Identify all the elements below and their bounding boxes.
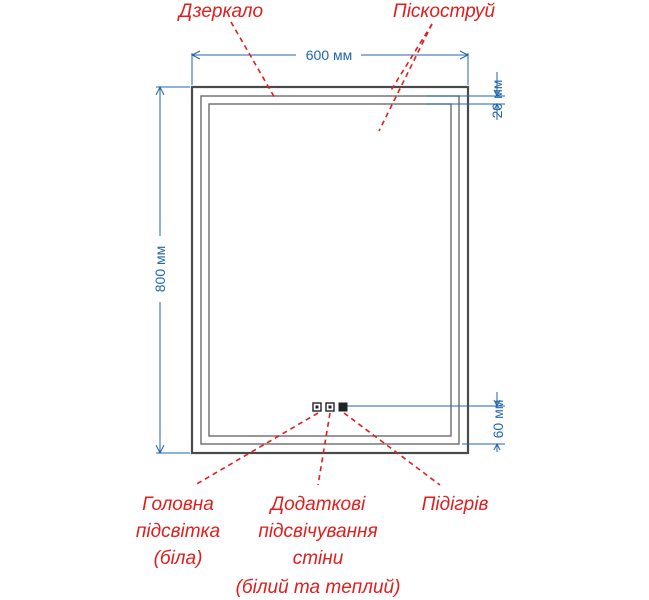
wall-light-button[interactable] <box>325 402 335 412</box>
bottom-offset-label: 60 мм <box>490 400 506 439</box>
height-dimension-label: 800 мм <box>152 246 168 293</box>
extra-light-label-3: стіни <box>293 548 344 569</box>
mirror-label: Дзеркало <box>177 1 263 22</box>
main-light-label-3: (біла) <box>154 548 203 569</box>
top-offset-label: 20 мм <box>489 80 505 119</box>
mirror-leader <box>230 21 277 101</box>
mirror-outer-frame <box>190 85 470 455</box>
sandblast-label: Піскоструй <box>393 1 496 22</box>
extra-light-label-4: (білий та теплий) <box>236 577 401 598</box>
extra-light-leader <box>317 412 331 486</box>
width-dimension-label: 600 мм <box>306 47 353 63</box>
heating-leader <box>343 412 441 486</box>
top-offset-dimension <box>426 72 505 120</box>
heating-button[interactable] <box>338 402 348 412</box>
sandblast-leader-b <box>378 23 433 132</box>
main-light-label-2: підсвітка <box>136 521 220 542</box>
extra-light-label-2: підсвічування <box>258 521 377 542</box>
heating-label: Підігрів <box>422 494 489 515</box>
sandblast-outer-line <box>200 95 460 445</box>
sandblast-inner-line <box>208 103 452 437</box>
extra-light-label-1: Додаткові <box>269 494 366 515</box>
main-light-button[interactable] <box>312 402 322 412</box>
width-dimension <box>190 50 470 85</box>
sandblast-leader-a <box>389 23 433 93</box>
main-light-label-1: Головна <box>142 494 214 515</box>
height-dimension <box>155 85 190 455</box>
bottom-offset-dimension <box>346 392 505 452</box>
control-buttons <box>312 402 348 412</box>
main-light-leader <box>194 412 319 486</box>
leader-lines <box>194 21 441 486</box>
heating-toggle-icon <box>338 402 348 412</box>
